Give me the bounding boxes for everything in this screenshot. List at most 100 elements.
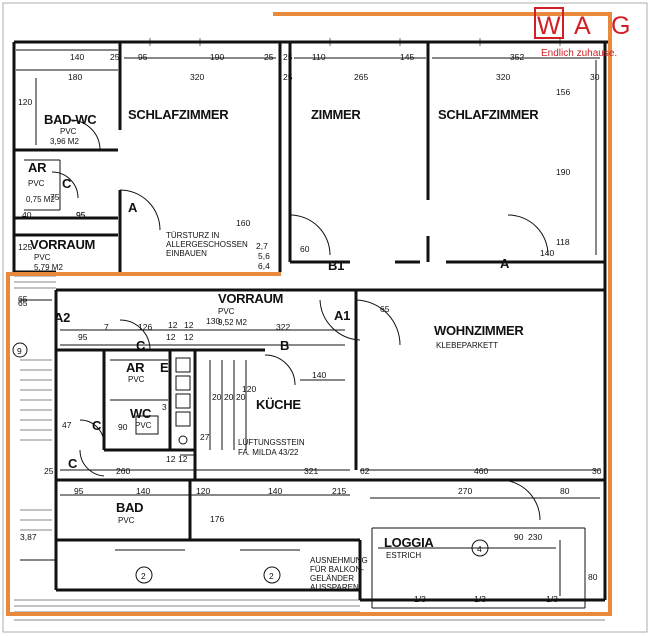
room-ar-mid-name: AR [126, 360, 145, 375]
dim-label: 65 [380, 304, 390, 314]
dim-label: 140 [268, 486, 282, 496]
note-ausnehmung-line: AUSSPAREN [310, 583, 359, 592]
room-ar-mid-floor: PVC [128, 375, 145, 384]
dim-label: 190 [210, 52, 224, 62]
dim-label: 20 [212, 392, 222, 402]
room-bad-wc-floor: PVC [60, 127, 77, 136]
door-swings [51, 119, 549, 521]
room-kueche: KÜCHE [256, 397, 301, 412]
room-vorraum-mid-name: VORRAUM [218, 291, 283, 306]
room-ar-top-floor: PVC [28, 179, 45, 188]
dim-label: 80 [560, 486, 570, 496]
dims-bottom-row: 95 140 120 140 215 270 80 176 90 230 80 … [20, 332, 598, 604]
dim-label: 90 [118, 422, 128, 432]
room-vorraum-top-floor: PVC [34, 253, 51, 262]
axis-marker-2: 2 [141, 571, 146, 581]
note-ausnehmung-line: FÜR BALKON- [310, 565, 364, 574]
dim-label: 25 [283, 72, 293, 82]
room-ar-top-area: 0,75 M2 [26, 195, 55, 204]
dim-label: 2,7 [256, 241, 268, 251]
dim-label: 12 [184, 320, 194, 330]
dim-label: 75 [50, 192, 60, 202]
dim-label: 12 [178, 454, 188, 464]
note-lueftung: LÜFTUNGSSTEIN FA. MILDA 43/22 [238, 438, 305, 457]
dim-label: 130 [206, 316, 220, 326]
dim-label: 90 [514, 532, 524, 542]
dim-label: 95 [76, 210, 86, 220]
dim-label: 120 [242, 384, 256, 394]
room-schlafzimmer-right: SCHLAFZIMMER [438, 107, 539, 122]
dim-label: 65 [18, 298, 28, 308]
dim-label: 3 [162, 402, 167, 412]
logo-tagline: Endlich zuhause. [541, 48, 617, 59]
dim-label: 12 [166, 454, 176, 464]
marker-door-c: C [92, 418, 102, 433]
room-bad-floor: PVC [118, 516, 135, 525]
room-bad-wc: BAD-WC PVC 3,96 M2 [44, 112, 98, 146]
room-ar-mid: AR PVC [126, 360, 145, 384]
axis-marker-2: 2 [269, 571, 274, 581]
axis-marker-circle [471, 539, 489, 557]
note-lueftung-line: LÜFTUNGSSTEIN [238, 438, 305, 447]
walls [12, 40, 610, 602]
room-wc-floor: PVC [135, 421, 152, 430]
dim-label: 12 [168, 320, 178, 330]
dim-label: 270 [458, 486, 472, 496]
dim-label: 95 [76, 210, 86, 220]
dim-label: 320 [496, 72, 510, 82]
dim-label: 95 [138, 52, 148, 62]
room-schlafzimmer-left: SCHLAFZIMMER [128, 107, 229, 122]
dim-label: 190 [556, 167, 570, 177]
marker-door-a1: A1 [334, 308, 350, 323]
dim-label: 321 [304, 466, 318, 476]
axis-marker-4: 4 [477, 544, 482, 554]
dim-label: 176 [210, 514, 224, 524]
dim-label: 62 [360, 466, 370, 476]
dim-label: 140 [312, 370, 326, 380]
dim-label: 3,87 [20, 532, 37, 542]
room-bad-wc-name: BAD-WC [44, 112, 97, 127]
room-bad-wc-area: 3,96 M2 [50, 137, 79, 146]
dims-top-left: 140 180 25 95 190 320 25 [68, 52, 274, 82]
marker-door-b1: B1 [328, 258, 344, 273]
dim-label: 125 [18, 242, 32, 252]
dim-label: 120 [18, 97, 32, 107]
dim-label: 260 [116, 466, 130, 476]
note-ausnehmung: AUSNEHMUNG FÜR BALKON- GELÄNDER AUSSPARE… [310, 556, 368, 592]
dim-label: 460 [474, 466, 488, 476]
dim-label: 60 [300, 244, 310, 254]
dim-label: 7 [104, 322, 109, 332]
marker-door-ar: A2 [54, 310, 70, 325]
dim-label: 12 [166, 332, 176, 342]
room-wc: WC PVC [130, 406, 152, 430]
dim-label: 110 [312, 52, 326, 62]
room-vorraum-top: VORRAUM PVC 5,79 M2 [30, 237, 95, 272]
note-ausnehmung-line: AUSNEHMUNG [310, 556, 368, 565]
room-ar-top-name: AR [28, 160, 47, 175]
dim-label: 180 [68, 72, 82, 82]
detail-lines [16, 49, 600, 609]
dim-label: 140 [136, 486, 150, 496]
kitchen-appliances [135, 357, 191, 445]
logo-box [534, 7, 564, 39]
marker-door-c: C [62, 176, 72, 191]
dim-label: 1/3 [546, 594, 558, 604]
dim-label: 25 [44, 466, 54, 476]
markers: A A B C C C C E B1 A1 A2 2 2 4 9 [12, 176, 510, 584]
room-wohnzimmer-name: WOHNZIMMER [434, 323, 524, 338]
dim-label: 95 [78, 332, 88, 342]
axis-marker-circle [12, 342, 28, 358]
axis-marker-circle [135, 566, 153, 584]
marker-door-b: B [280, 338, 289, 353]
logo-letter-w: W [537, 12, 561, 40]
room-wohnzimmer-floor: KLEBEPARKETT [436, 341, 498, 350]
room-bad-name: BAD [116, 500, 143, 515]
room-wc-name: WC [130, 406, 152, 421]
dim-label: 20 [224, 392, 234, 402]
note-lueftung-line: FA. MILDA 43/22 [238, 448, 299, 457]
dim-label: 145 [400, 52, 414, 62]
dim-label: 25 [283, 52, 293, 62]
dim-label: 25 [110, 52, 120, 62]
dim-label: 265 [354, 72, 368, 82]
